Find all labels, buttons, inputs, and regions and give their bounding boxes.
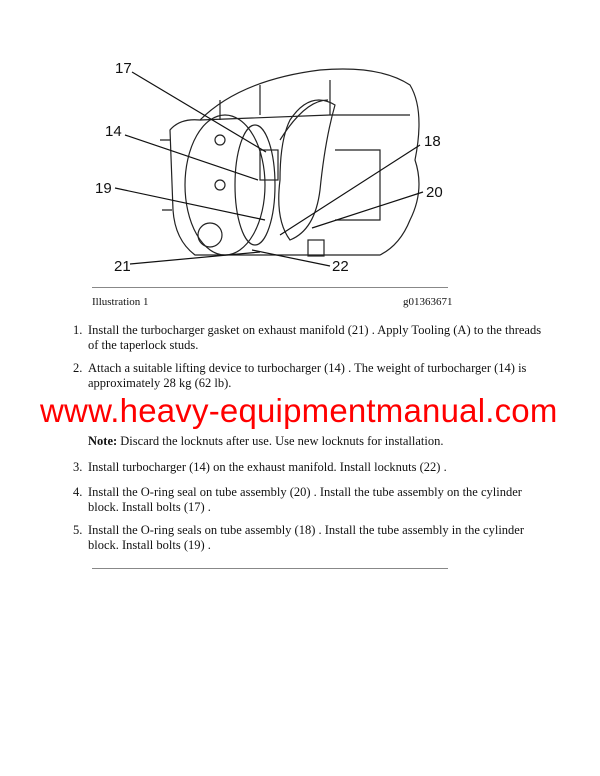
callout-20: 20 <box>426 184 443 201</box>
divider <box>92 568 448 569</box>
step-text: Install the O-ring seals on tube assembl… <box>88 523 525 552</box>
callout-22: 22 <box>332 258 349 275</box>
step-1: 1. Install the turbocharger gasket on ex… <box>73 323 543 352</box>
step-4: 4. Install the O-ring seal on tube assem… <box>73 485 543 514</box>
step-2: 2. Attach a suitable lifting device to t… <box>73 361 543 390</box>
divider <box>92 287 448 288</box>
callout-19: 19 <box>95 180 112 197</box>
step-number: 1. <box>73 323 83 337</box>
engine-drawing <box>160 68 420 257</box>
watermark: www.heavy-equipmentmanual.com <box>40 392 558 429</box>
callout-14: 14 <box>105 123 122 140</box>
step-text: Install turbocharger (14) on the exhaust… <box>88 460 447 474</box>
note: Note: Discard the locknuts after use. Us… <box>88 434 443 449</box>
graphic-id: g01363671 <box>403 296 453 308</box>
illustration-caption: Illustration 1 <box>92 296 149 308</box>
step-number: 4. <box>73 485 83 499</box>
callout-17: 17 <box>115 60 132 77</box>
callout-18: 18 <box>424 133 441 150</box>
leader-lines <box>114 71 424 267</box>
step-text: Install the turbocharger gasket on exhau… <box>88 323 542 352</box>
note-label: Note: <box>88 434 118 448</box>
callout-21: 21 <box>114 258 131 275</box>
step-3: 3. Install turbocharger (14) on the exha… <box>73 460 543 475</box>
step-number: 5. <box>73 523 83 537</box>
step-5: 5. Install the O-ring seals on tube asse… <box>73 523 543 552</box>
step-text: Attach a suitable lifting device to turb… <box>88 361 527 390</box>
step-number: 2. <box>73 361 83 375</box>
step-number: 3. <box>73 460 83 474</box>
note-text: Discard the locknuts after use. Use new … <box>117 434 444 448</box>
step-text: Install the O-ring seal on tube assembly… <box>88 485 522 514</box>
turbocharger-illustration: 17 14 19 21 22 20 18 <box>95 60 443 275</box>
